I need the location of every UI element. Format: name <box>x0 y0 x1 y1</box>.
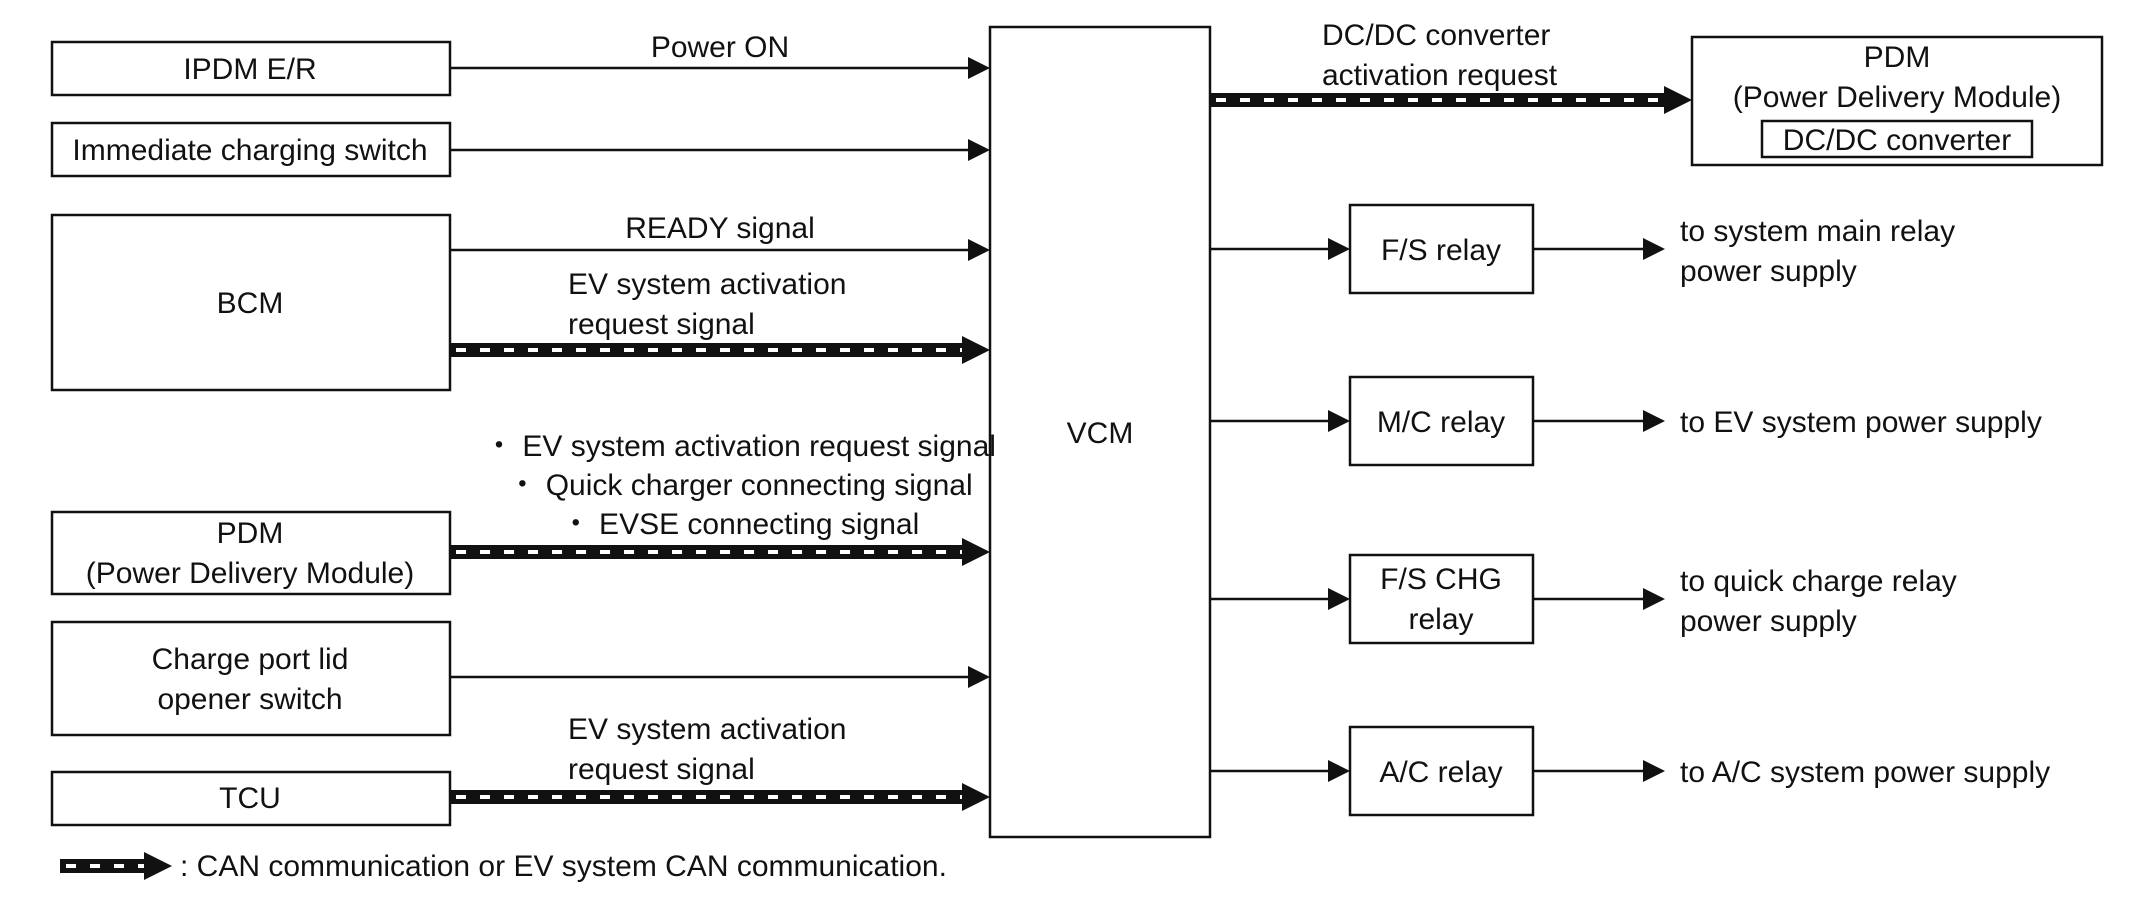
bcm-can-signal-label-line-2: request signal <box>568 308 755 341</box>
immediate-charging-block <box>50 121 452 178</box>
fs-relay-label-line-1: F/S relay <box>1381 234 1501 267</box>
dcdc-request-can-arrowhead <box>1664 86 1692 114</box>
fs-chg-output-label-line-1: to quick charge relay <box>1680 565 1957 598</box>
pdm-can-signal-label-line-1: ・ EV system activation request signal <box>484 430 996 463</box>
ready-signal-label-line-1: READY signal <box>625 212 815 245</box>
bcm-label-line-1: BCM <box>217 287 284 320</box>
fs-relay-out-arrowhead <box>1643 238 1665 260</box>
legend-text: : CAN communication or EV system CAN com… <box>180 850 947 883</box>
bcm-activation-can-arrowhead <box>962 336 990 364</box>
ac-relay-label-line-1: A/C relay <box>1379 756 1502 789</box>
ipdm-label-line-1: IPDM E/R <box>183 53 316 86</box>
charge-port-block <box>50 620 452 737</box>
fs-chg-relay-in-arrowhead <box>1328 588 1350 610</box>
pdm-right-label-line-2: (Power Delivery Module) <box>1733 81 2061 114</box>
tcu-can-signal-label-line-2: request signal <box>568 753 755 786</box>
charge-port-label-line-1: Charge port lid <box>152 643 349 676</box>
tcu-block <box>50 770 452 827</box>
ac-relay-out-arrowhead <box>1643 760 1665 782</box>
tcu-activation-can-arrowhead <box>962 783 990 811</box>
tcu-label-line-1: TCU <box>219 782 281 815</box>
legend-can-arrowhead <box>144 852 172 880</box>
tcu-can-signal-label-line-1: EV system activation <box>568 713 846 746</box>
pdm-right-label-line-1: PDM <box>1864 41 1931 74</box>
mc-relay-label-line-1: M/C relay <box>1377 406 1505 439</box>
power-on-signal-label-line-1: Power ON <box>651 31 789 64</box>
mc-relay-in-arrowhead <box>1328 410 1350 432</box>
fs-relay-in-arrowhead <box>1328 238 1350 260</box>
pdm-left-label-line-1: PDM <box>217 517 284 550</box>
charge-port-label-line-2: opener switch <box>157 683 342 716</box>
pdm-left-label-line-2: (Power Delivery Module) <box>86 557 414 590</box>
mc-relay-out-arrowhead <box>1643 410 1665 432</box>
fs-chg-relay-label-line-1: F/S CHG <box>1380 563 1502 596</box>
fs-chg-relay-label-line-2: relay <box>1408 603 1473 636</box>
ac-relay-in-arrowhead <box>1328 760 1350 782</box>
ready-signal-arrowhead <box>968 239 990 261</box>
dcdc-signal-label-line-1: DC/DC converter <box>1322 19 1550 52</box>
vcm-block <box>988 25 1212 839</box>
pdm-can-signal-label-line-3: ・ EVSE connecting signal <box>561 508 920 541</box>
pdm-right-block <box>1690 35 2104 167</box>
fs-chg-relay-out-arrowhead <box>1643 588 1665 610</box>
immediate-charging-arrowhead <box>968 139 990 161</box>
dc-dc-converter-label: DC/DC converter <box>1783 124 2011 157</box>
bcm-can-signal-label-line-1: EV system activation <box>568 268 846 301</box>
ac-output-label-line-1: to A/C system power supply <box>1680 756 2050 789</box>
charge-port-arrowhead <box>968 666 990 688</box>
pdm-signals-can-arrowhead <box>962 538 990 566</box>
fs-output-label-line-1: to system main relay <box>1680 215 1955 248</box>
fs-output-label-line-2: power supply <box>1680 255 1857 288</box>
fs-chg-relay-block <box>1348 553 1535 645</box>
vcm-label-line-1: VCM <box>1067 417 1134 450</box>
bcm-block <box>50 213 452 392</box>
dc-dc-converter-box <box>1760 119 2034 159</box>
mc-output-label-line-1: to EV system power supply <box>1680 406 2042 439</box>
power-on-arrowhead <box>968 57 990 79</box>
ipdm-block <box>50 40 452 97</box>
fs-chg-output-label-line-2: power supply <box>1680 605 1857 638</box>
pdm-can-signal-label-line-2: ・ Quick charger connecting signal <box>507 469 972 502</box>
immediate-charging-label-line-1: Immediate charging switch <box>72 134 427 167</box>
dcdc-signal-label-line-2: activation request <box>1322 59 1558 92</box>
